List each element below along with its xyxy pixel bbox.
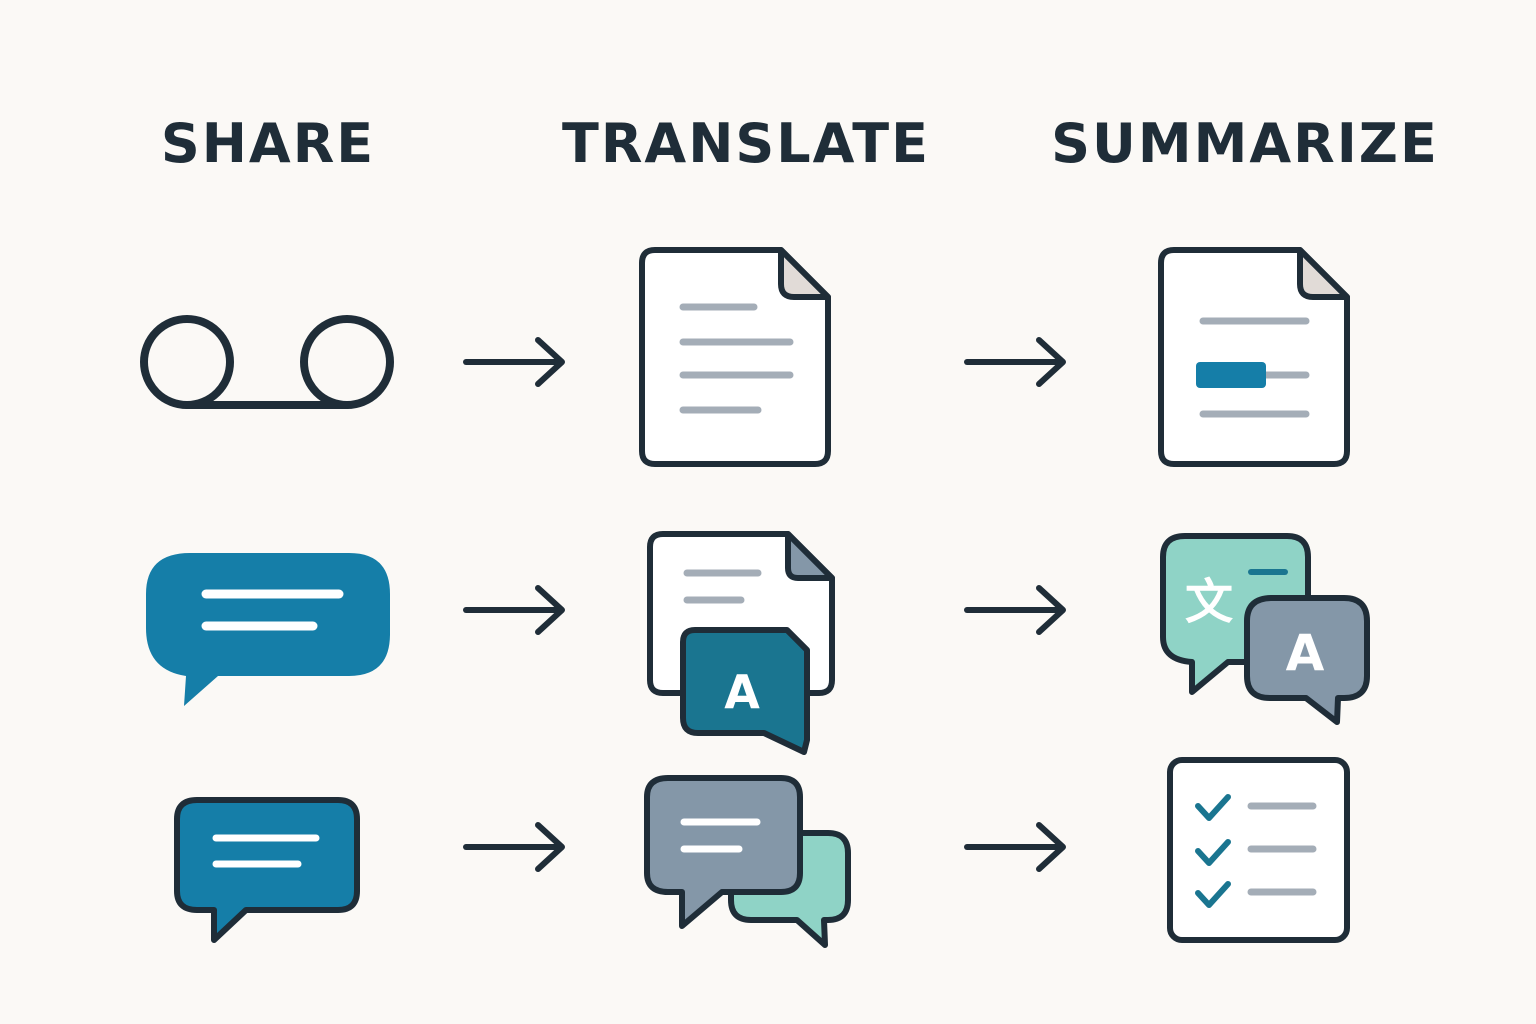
document-icon	[639, 247, 831, 467]
letter-a-label: A	[724, 665, 760, 719]
arrow-right-icon	[964, 337, 1066, 387]
document-translate-icon: A	[647, 531, 835, 755]
arrow-right-icon	[964, 822, 1066, 872]
translate-bubbles-icon: 文 A	[1160, 533, 1370, 725]
chat-bubble-icon	[146, 553, 390, 706]
highlighted-document-icon	[1158, 247, 1350, 467]
heading-summarize: SUMMARIZE	[1051, 112, 1439, 175]
checklist-icon	[1167, 757, 1350, 943]
conversation-icon	[644, 775, 851, 948]
voicemail-icon	[140, 315, 394, 409]
message-bubble-icon	[174, 797, 360, 943]
arrow-right-icon	[463, 585, 565, 635]
arrow-right-icon	[463, 822, 565, 872]
arrow-right-icon	[463, 337, 565, 387]
cjk-character-label: 文	[1185, 574, 1233, 630]
arrow-right-icon	[964, 585, 1066, 635]
letter-a-label: A	[1286, 624, 1325, 682]
heading-translate: TRANSLATE	[561, 112, 931, 175]
heading-share: SHARE	[160, 112, 376, 175]
